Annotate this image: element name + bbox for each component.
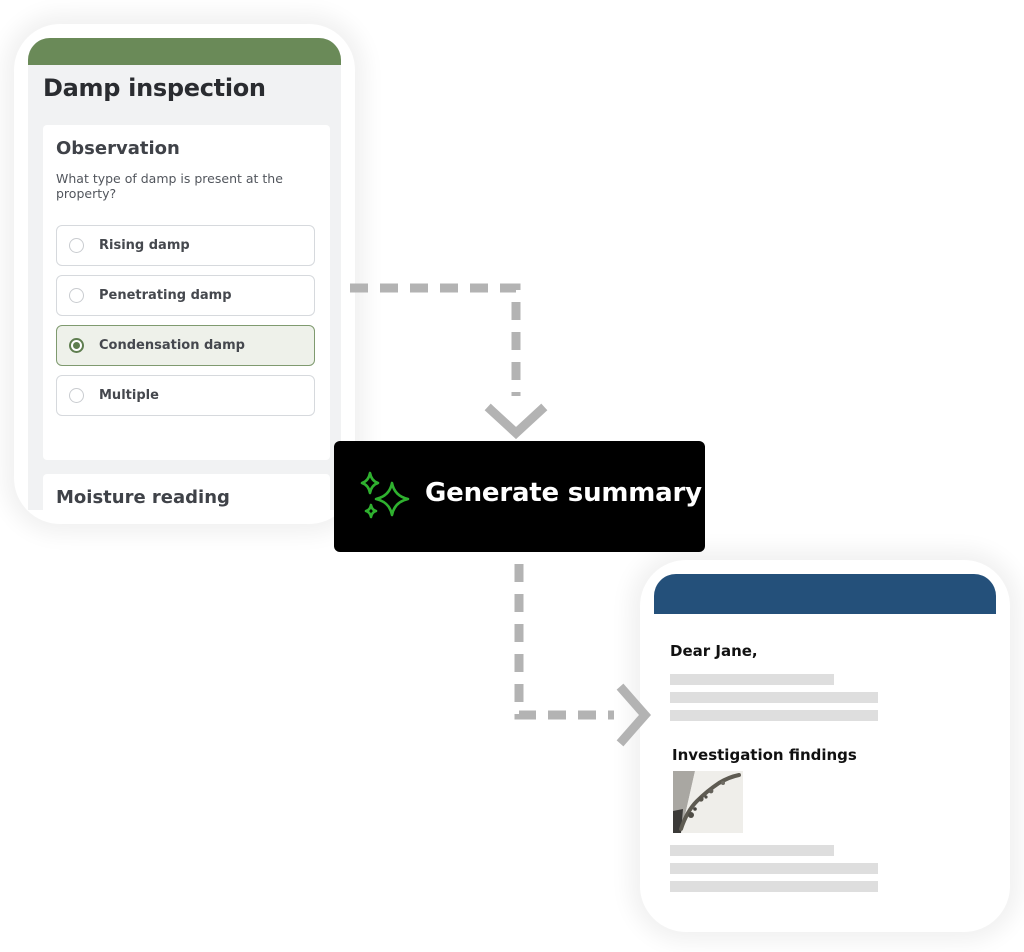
option-rising-damp[interactable]: Rising damp [56,225,315,266]
summary-document-card: Dear Jane, Investigation findings [654,574,996,916]
observation-panel: Observation What type of damp is present… [43,125,330,460]
radio-button-selected[interactable] [69,338,84,353]
connector-form-to-button [350,283,521,396]
inspection-form-card: Damp inspection Observation What type of… [28,38,341,510]
text-placeholder-line [670,692,878,703]
generate-summary-label: Generate summary [425,478,702,508]
option-label: Condensation damp [99,338,245,353]
sparkles-icon [360,471,410,519]
mould-photo [673,771,743,833]
radio-button[interactable] [69,388,84,403]
inspection-title: Damp inspection [43,74,266,102]
text-placeholder-line [670,863,878,874]
text-placeholder-line [670,845,834,856]
observation-heading: Observation [56,138,180,159]
inspection-header-bar [28,38,341,65]
moisture-reading-panel: Moisture reading [43,474,330,510]
summary-header-bar [654,574,996,614]
radio-button[interactable] [69,238,84,253]
option-multiple[interactable]: Multiple [56,375,315,416]
generate-summary-button[interactable]: Generate summary [334,441,705,552]
option-label: Rising damp [99,238,190,253]
text-placeholder-line [670,674,834,685]
mould-corner-image [673,771,743,833]
option-penetrating-damp[interactable]: Penetrating damp [56,275,315,316]
summary-greeting: Dear Jane, [670,642,758,660]
findings-heading: Investigation findings [672,746,857,764]
text-placeholder-line [670,881,878,892]
option-label: Multiple [99,388,159,403]
arrow-right-icon [616,683,651,747]
connector-button-to-summary [514,564,614,720]
option-label: Penetrating damp [99,288,232,303]
moisture-reading-heading: Moisture reading [56,487,230,508]
option-condensation-damp[interactable]: Condensation damp [56,325,315,366]
observation-question: What type of damp is present at the prop… [56,171,283,201]
arrow-down-icon [484,403,548,440]
radio-button[interactable] [69,288,84,303]
text-placeholder-line [670,710,878,721]
